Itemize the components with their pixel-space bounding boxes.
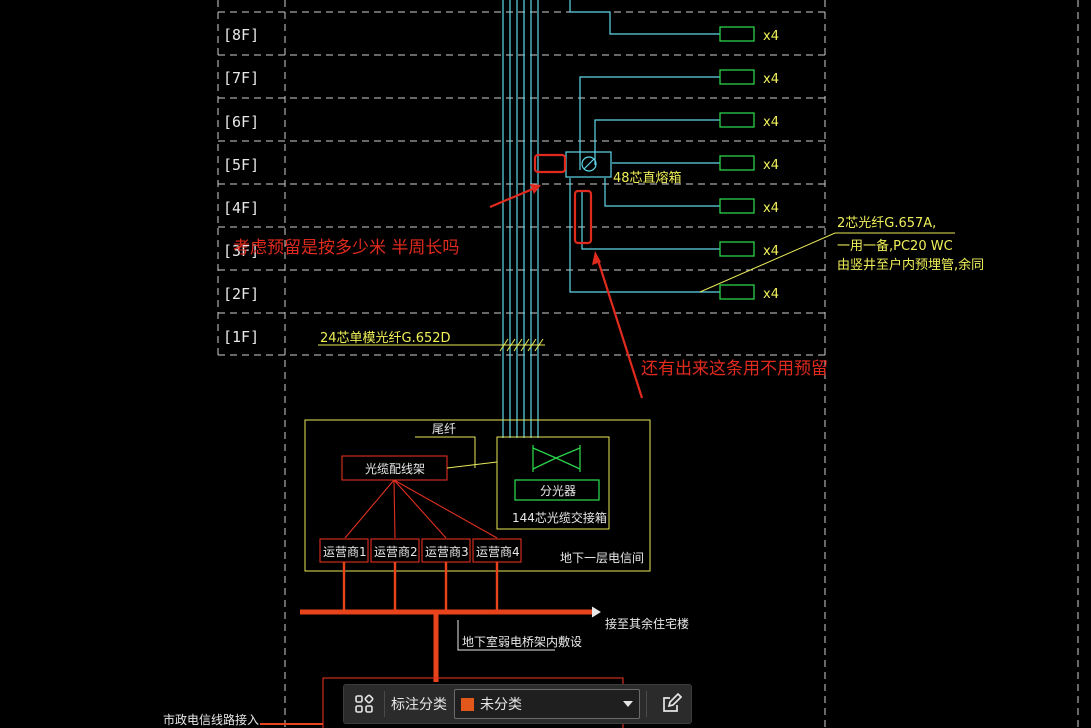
- chevron-down-icon: [623, 701, 633, 707]
- pigtail-line: [446, 461, 498, 469]
- riser-cables: [502, 0, 539, 438]
- toolbar-separator: [646, 691, 647, 717]
- floor-label-4f: [4F]: [223, 199, 259, 217]
- toolbar-separator: [384, 691, 385, 717]
- annotation-box-2: [573, 189, 593, 245]
- operator-label-4: 运营商4: [476, 544, 520, 559]
- pigtail-label: 尾纤: [432, 422, 456, 436]
- cross-connect-box: [496, 436, 610, 530]
- cable-ticks: [499, 338, 544, 352]
- operator-label-1: 运营商1: [323, 544, 367, 559]
- fiber-spec-leader: [699, 232, 955, 293]
- operator-label-2: 运营商2: [374, 544, 418, 559]
- tray-note-label: 地下室弱电桥架内敷设: [462, 634, 582, 649]
- annotation-arrow-1: [489, 186, 536, 209]
- category-select[interactable]: 未分类: [454, 689, 640, 719]
- to-other-label: 接至其余住宅楼: [605, 616, 689, 631]
- municipal-label: 市政电信线路接入: [163, 712, 259, 727]
- basement-room-label: 地下一层电信间: [560, 551, 644, 565]
- floor-dividers: [218, 11, 825, 356]
- floor-label-5f: [5F]: [223, 156, 259, 174]
- splice-symbol-icon: [581, 156, 597, 172]
- annotation-question-1: 考虑预留是按多少米 半周长吗: [233, 238, 459, 258]
- multiplier-label: x4: [763, 158, 779, 173]
- arrow-head-icon: [592, 251, 601, 265]
- operator-label-3: 运营商3: [425, 544, 469, 559]
- floor-outlets: [719, 26, 755, 300]
- annotation-arrow-2: [595, 256, 644, 399]
- splitter-symbol-icon: [532, 445, 581, 472]
- floor-label-6f: [6F]: [223, 113, 259, 131]
- floor-label-3f: [3F]: [223, 242, 259, 260]
- category-label: 标注分类: [391, 697, 447, 713]
- edit-icon[interactable]: [651, 685, 691, 723]
- direct-box-label: 48芯直熔箱: [613, 170, 682, 186]
- splitter-box: [514, 479, 600, 501]
- to-other-arrow-icon: [591, 606, 601, 618]
- floor-branches: [569, 0, 720, 293]
- multiplier-label: x4: [763, 72, 779, 87]
- multiplier-label: x4: [763, 201, 779, 216]
- arrow-head-icon: [530, 184, 541, 194]
- floor-label-1f: [1F]: [223, 328, 259, 346]
- riser-cable-label: 24芯单模光纤G.652D: [320, 331, 451, 346]
- fiber-spec-line3: 由竖井至户内预埋管,余同: [837, 257, 984, 273]
- multiplier-label: x4: [763, 115, 779, 130]
- operator-drops: [342, 562, 499, 612]
- category-select-value: 未分类: [480, 697, 522, 713]
- grid-icon[interactable]: [344, 685, 384, 723]
- fiber-spec-line1: 2芯光纤G.657A,: [837, 216, 936, 231]
- multiplier-label: x4: [763, 244, 779, 259]
- odf-label: 光缆配线架: [365, 462, 425, 476]
- pigtail-leader: [415, 436, 476, 468]
- annotation-toolbar: 标注分类 未分类: [343, 684, 692, 724]
- basement-telecom-room: [304, 419, 651, 572]
- cross-box-label: 144芯光缆交接箱: [512, 510, 607, 525]
- multiplier-label: x4: [763, 287, 779, 302]
- annotation-box-1: [533, 153, 567, 174]
- operator-links: [344, 479, 498, 539]
- annotation-question-2: 还有出来这条用不用预留: [641, 359, 828, 379]
- floor-label-7f: [7F]: [223, 69, 259, 87]
- multiplier-label: x4: [763, 29, 779, 44]
- splitter-label: 分光器: [540, 484, 576, 498]
- tray-note-leader: [457, 620, 555, 651]
- fiber-spec-line2: 一用一备,PC20 WC: [837, 238, 953, 254]
- floor-label-8f: [8F]: [223, 26, 259, 44]
- floor-label-2f: [2F]: [223, 285, 259, 303]
- category-color-swatch: [461, 697, 474, 711]
